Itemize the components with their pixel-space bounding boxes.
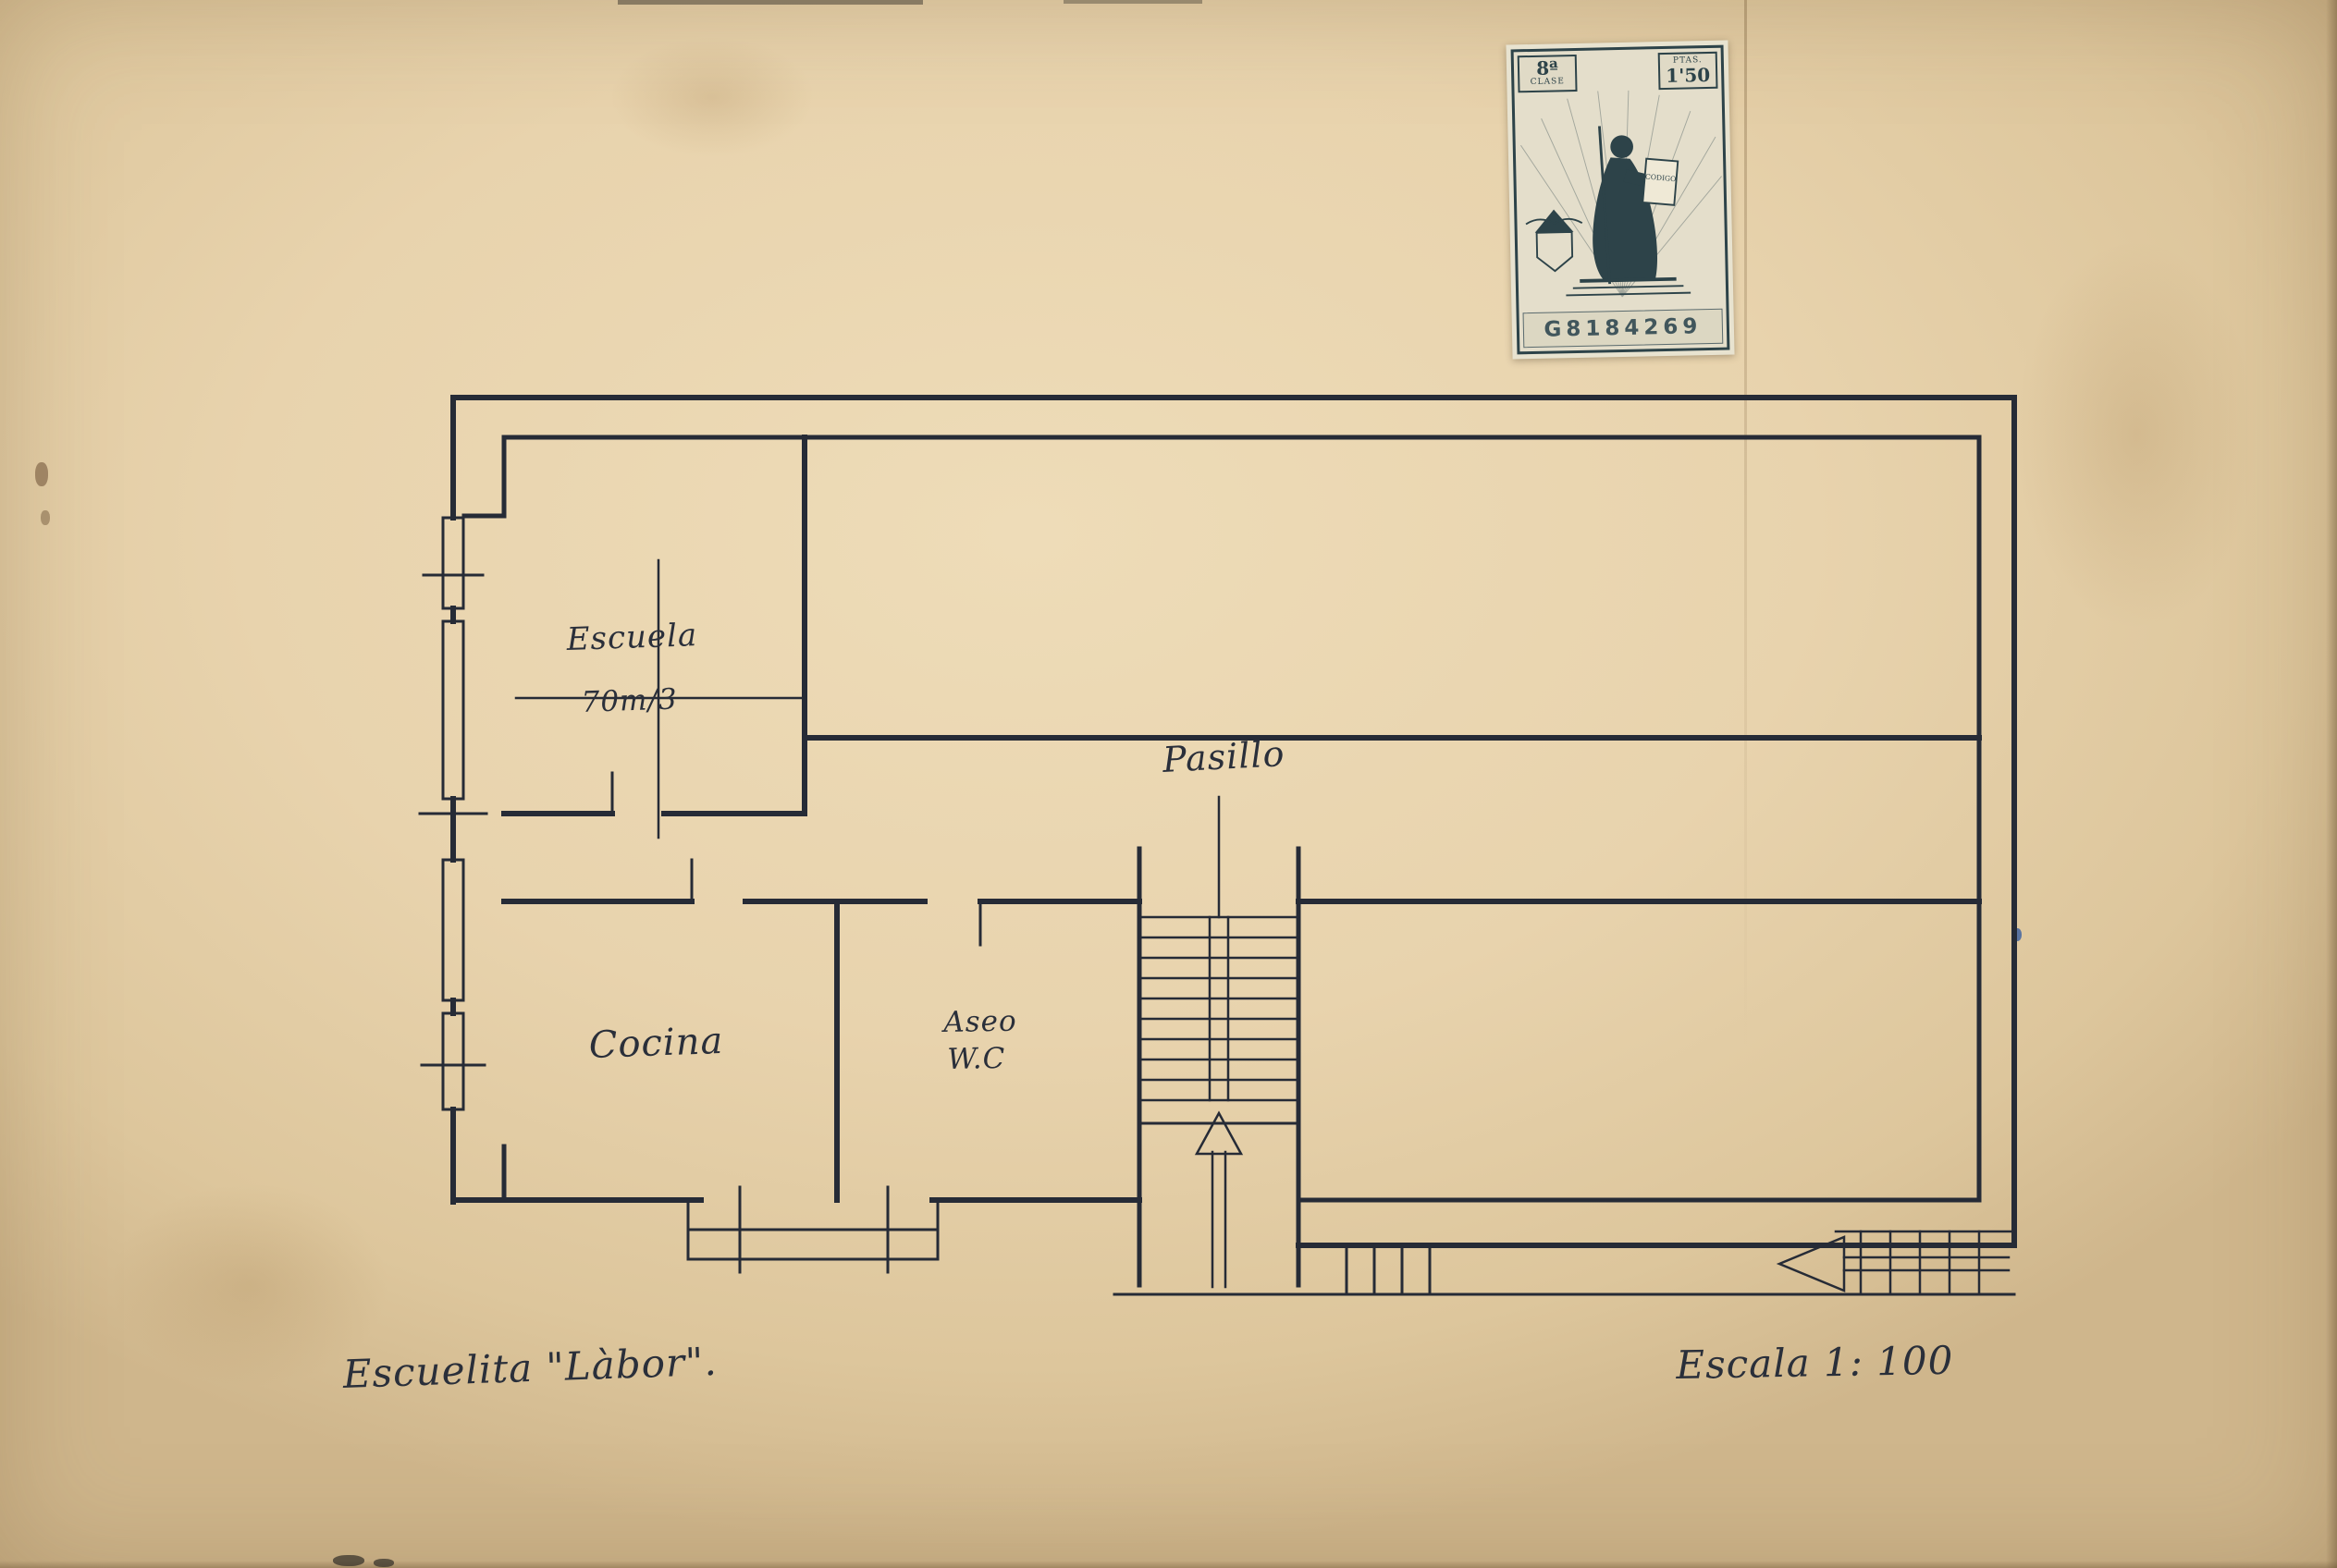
staircase [1137, 846, 1301, 1288]
bottom-left-wall-porch [450, 1185, 1142, 1274]
stamp-plaque-text: CODIGO [1645, 172, 1677, 183]
paper-bottom-edge-shadow [0, 1561, 2337, 1568]
stamp-header: 8ª CLASE PTAS. 1'50 [1514, 48, 1722, 93]
room-label-escuela: Escuela [566, 617, 698, 658]
stamp-seated-figure: CODIGO [1593, 126, 1679, 285]
plan-scale-caption: Escala 1: 100 [1676, 1337, 1954, 1388]
room-area-escuela: 70m/3 [581, 682, 679, 719]
stamp-vignette: CODIGO [1515, 89, 1727, 313]
scan-edge-mark [374, 1559, 394, 1567]
entrance-arrow-head [1776, 1235, 1846, 1292]
room-label-cocina: Cocina [588, 1019, 725, 1067]
stamp-class-box: 8ª CLASE [1517, 54, 1578, 93]
room-label-wc: W.C [947, 1041, 1006, 1076]
cocina-aseo-walls [501, 858, 1142, 1203]
entrance-arrow-shaft [1842, 1256, 2011, 1272]
stamp-class-label: CLASE [1530, 77, 1565, 88]
tax-stamp: 8ª CLASE PTAS. 1'50 [1506, 40, 1735, 360]
scan-edge-mark [1064, 0, 1202, 4]
scan-edge-mark [333, 1555, 364, 1566]
paper-crease [1744, 0, 1747, 1054]
corridor-walls [802, 735, 1982, 919]
paper-right-edge-shadow [2326, 0, 2337, 1568]
stamp-class-value: 8ª [1535, 56, 1559, 80]
room-label-aseo: Aseo [943, 1004, 1017, 1039]
outer-walls [450, 395, 2017, 1248]
paper-stain-spot [41, 510, 50, 525]
stamp-ptas-box: PTAS. 1'50 [1657, 51, 1718, 91]
left-wall-windows [418, 395, 488, 1205]
stamp-frame: 8ª CLASE PTAS. 1'50 [1510, 44, 1730, 355]
stamp-engraving: CODIGO [1520, 90, 1722, 298]
stamp-serial-number: G8184269 [1522, 308, 1724, 349]
room-label-pasillo: Pasillo [1162, 733, 1286, 780]
scan-edge-mark [618, 0, 923, 5]
paper-stain-spot [35, 462, 48, 486]
stamp-ptas-value: 1'50 [1666, 63, 1711, 87]
stair-up-arrow [1194, 1110, 1244, 1289]
stamp-pedestal [1566, 276, 1691, 297]
stamp-eagle-crest [1525, 209, 1583, 273]
escuela-room-walls [501, 435, 807, 839]
entrance-and-steps [1113, 1230, 2016, 1296]
